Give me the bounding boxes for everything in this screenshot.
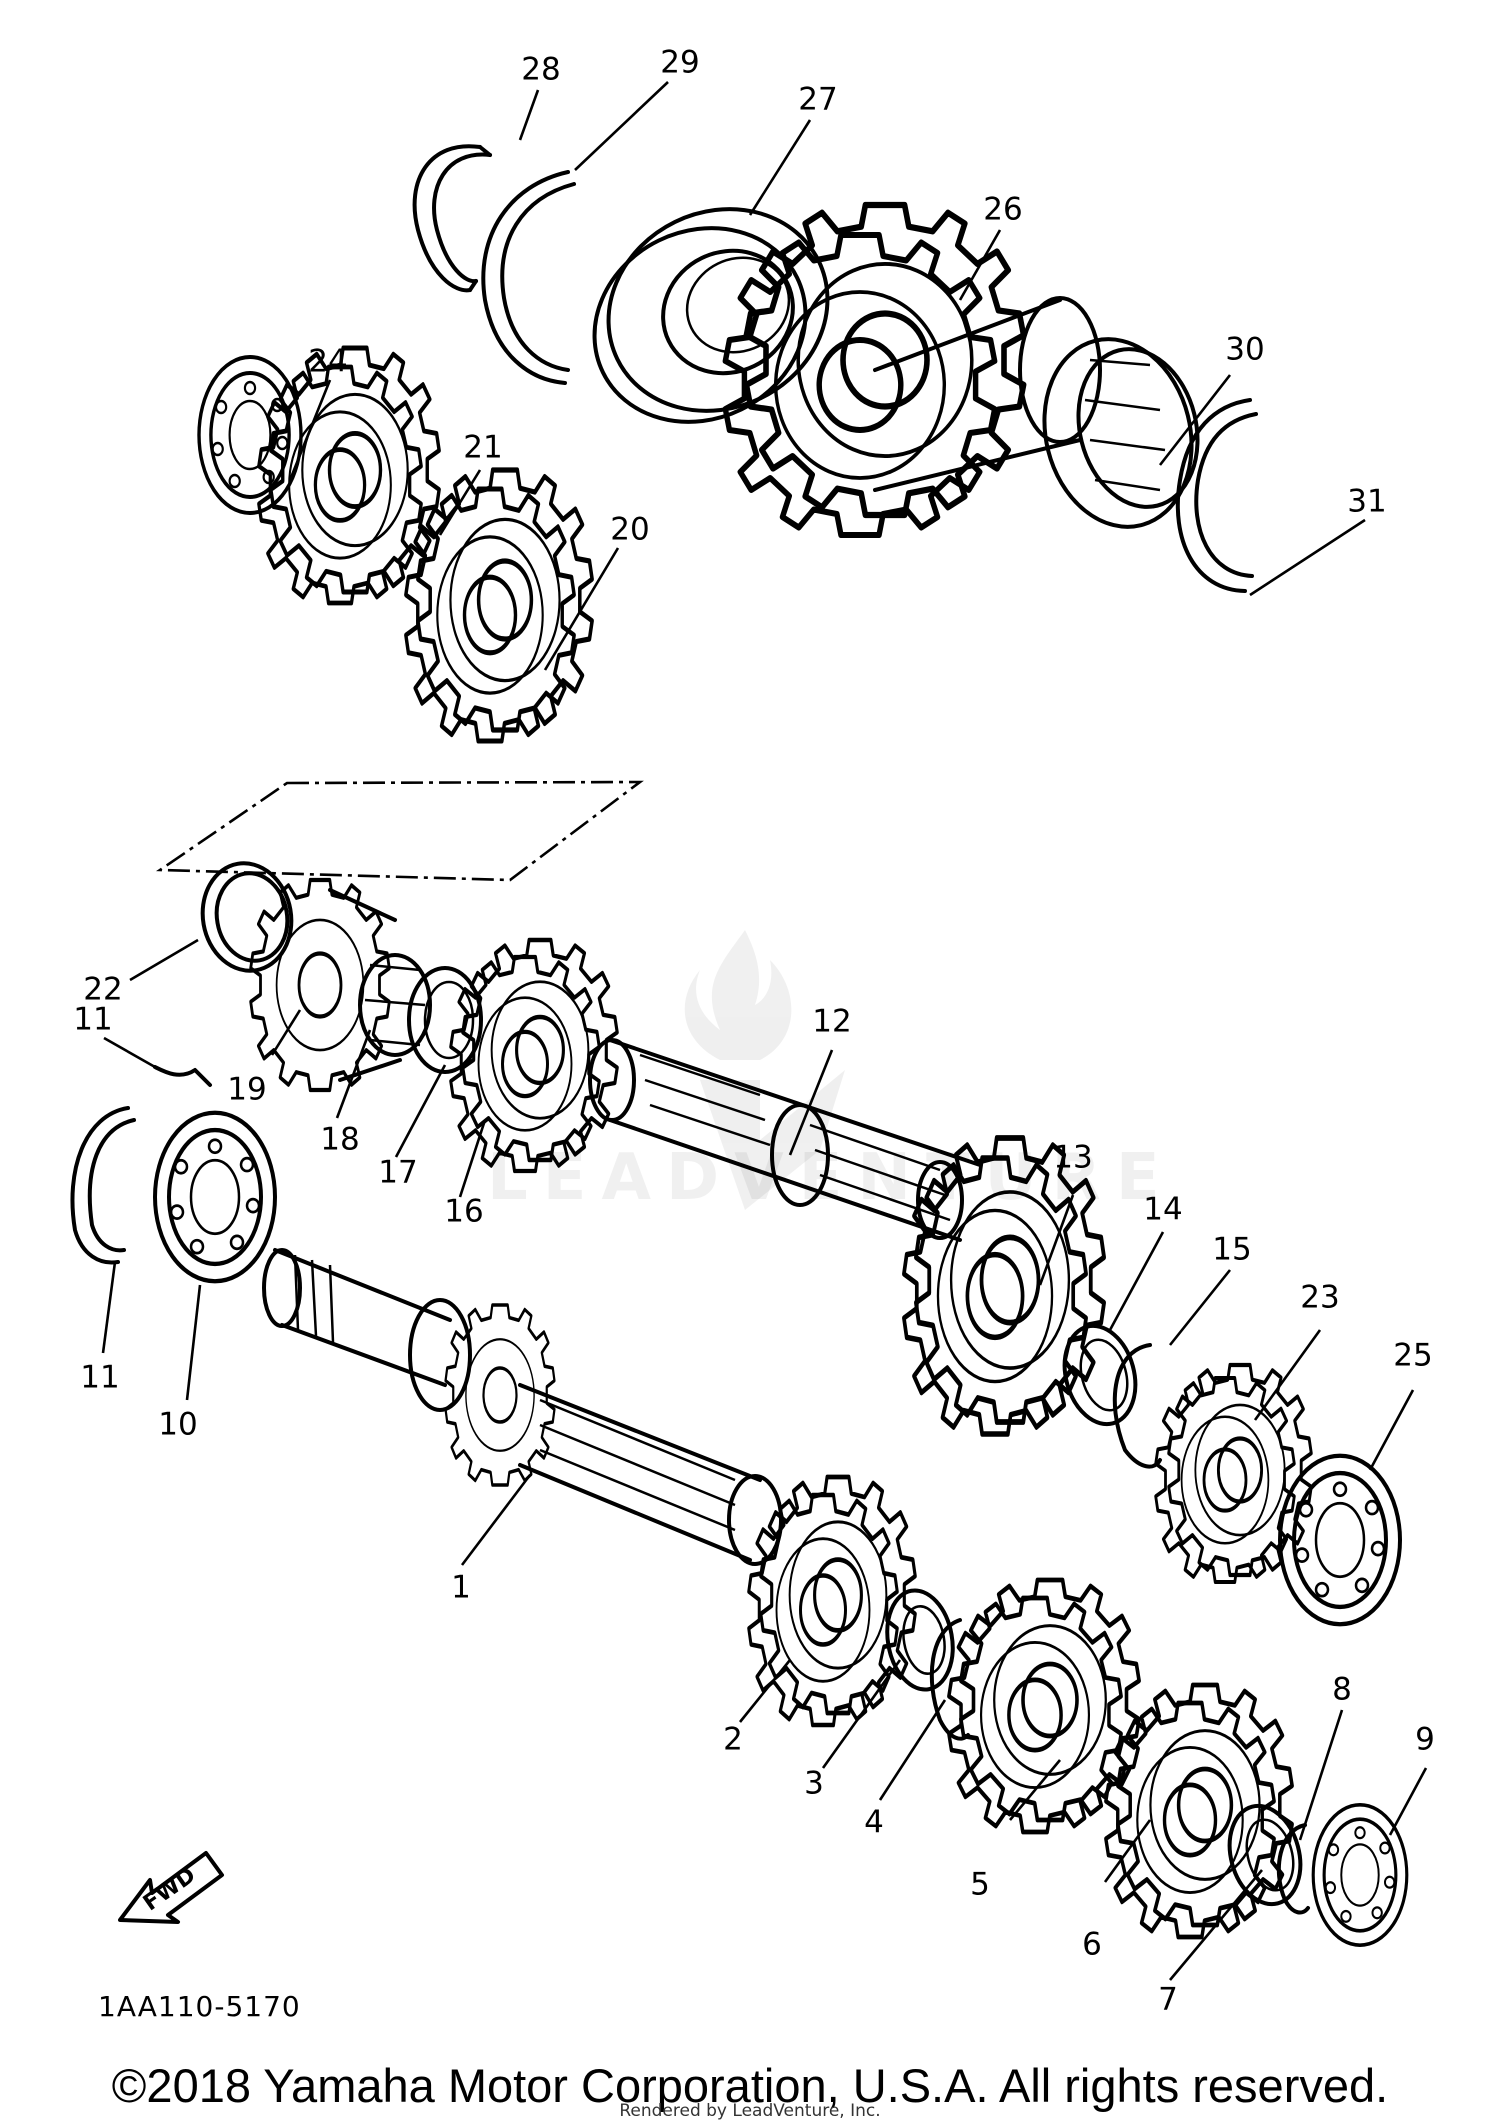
gear-20	[406, 470, 592, 741]
callout-21: 21	[463, 429, 503, 466]
callout-24: 24	[308, 343, 348, 380]
bushing-18	[358, 953, 432, 1057]
circlip-8	[1276, 1823, 1310, 1915]
callout-20: 20	[610, 511, 650, 548]
fwd-arrow-icon	[118, 1851, 224, 1924]
callout-1: 1	[451, 1569, 471, 1606]
callout-27: 27	[798, 81, 838, 118]
kit-boundary-dashed-line	[155, 780, 644, 882]
leader-lines	[101, 81, 1428, 1981]
gear-26	[725, 205, 1102, 535]
callout-11-lower: 11	[80, 1359, 120, 1396]
circlip-11-lower	[70, 1106, 136, 1265]
callout-22: 22	[83, 971, 123, 1008]
washer-3	[885, 1588, 955, 1692]
callout-5: 5	[970, 1866, 990, 1903]
circlip-28	[412, 144, 492, 293]
needle-bearing-30	[1042, 337, 1200, 529]
callout-7: 7	[1158, 1981, 1178, 2018]
callout-10: 10	[158, 1406, 198, 1443]
main-axle-1	[262, 1248, 783, 1566]
figure-code: 1AA110-5170	[98, 1990, 301, 2023]
gear-6	[1106, 1685, 1292, 1937]
counter-shaft-12	[588, 1038, 982, 1242]
callout-18: 18	[320, 1121, 360, 1158]
callout-4: 4	[864, 1804, 884, 1841]
callout-11-upper: 11	[73, 1001, 113, 1038]
callout-29: 29	[660, 44, 700, 81]
circlip-11-upper	[153, 1065, 212, 1087]
callout-31: 31	[1347, 483, 1387, 520]
callout-2: 2	[723, 1721, 743, 1758]
callout-30: 30	[1225, 331, 1265, 368]
callout-28: 28	[521, 51, 561, 88]
callout-13: 13	[1053, 1139, 1093, 1176]
callout-16: 16	[444, 1193, 484, 1230]
bearing-9	[1311, 1803, 1409, 1947]
callout-26: 26	[983, 191, 1023, 228]
callout-23: 23	[1300, 1279, 1340, 1316]
callout-25: 25	[1393, 1337, 1433, 1374]
gear-19	[251, 880, 402, 1090]
callout-15: 15	[1212, 1231, 1252, 1268]
callout-9: 9	[1415, 1721, 1435, 1758]
circlip-4	[929, 1618, 970, 1741]
bearing-24	[197, 355, 303, 515]
gear-21	[259, 348, 439, 603]
bearing-10	[155, 1113, 275, 1281]
circlip-29	[481, 170, 576, 385]
flame-v-logo-icon	[684, 930, 845, 1210]
gear-2	[749, 1477, 915, 1725]
gear-23	[1156, 1365, 1312, 1582]
gear-16	[451, 940, 617, 1171]
callout-19: 19	[227, 1071, 267, 1108]
render-credit: Rendered by LeadVenture, Inc.	[619, 2101, 881, 2121]
circlip-15	[1112, 1343, 1162, 1469]
callout-8: 8	[1332, 1671, 1352, 1708]
copyright-notice: ©2018 Yamaha Motor Corporation, U.S.A. A…	[111, 2059, 1389, 2112]
circlip-31	[1175, 398, 1258, 593]
callout-17: 17	[378, 1154, 418, 1191]
washer-17	[407, 966, 483, 1074]
watermark-text: LEADVENTURE	[487, 1141, 1175, 1215]
gear-5	[949, 1580, 1139, 1832]
callout-12: 12	[812, 1003, 852, 1040]
callout-14: 14	[1143, 1191, 1183, 1228]
callout-3: 3	[804, 1765, 824, 1802]
callout-6: 6	[1082, 1926, 1102, 1963]
